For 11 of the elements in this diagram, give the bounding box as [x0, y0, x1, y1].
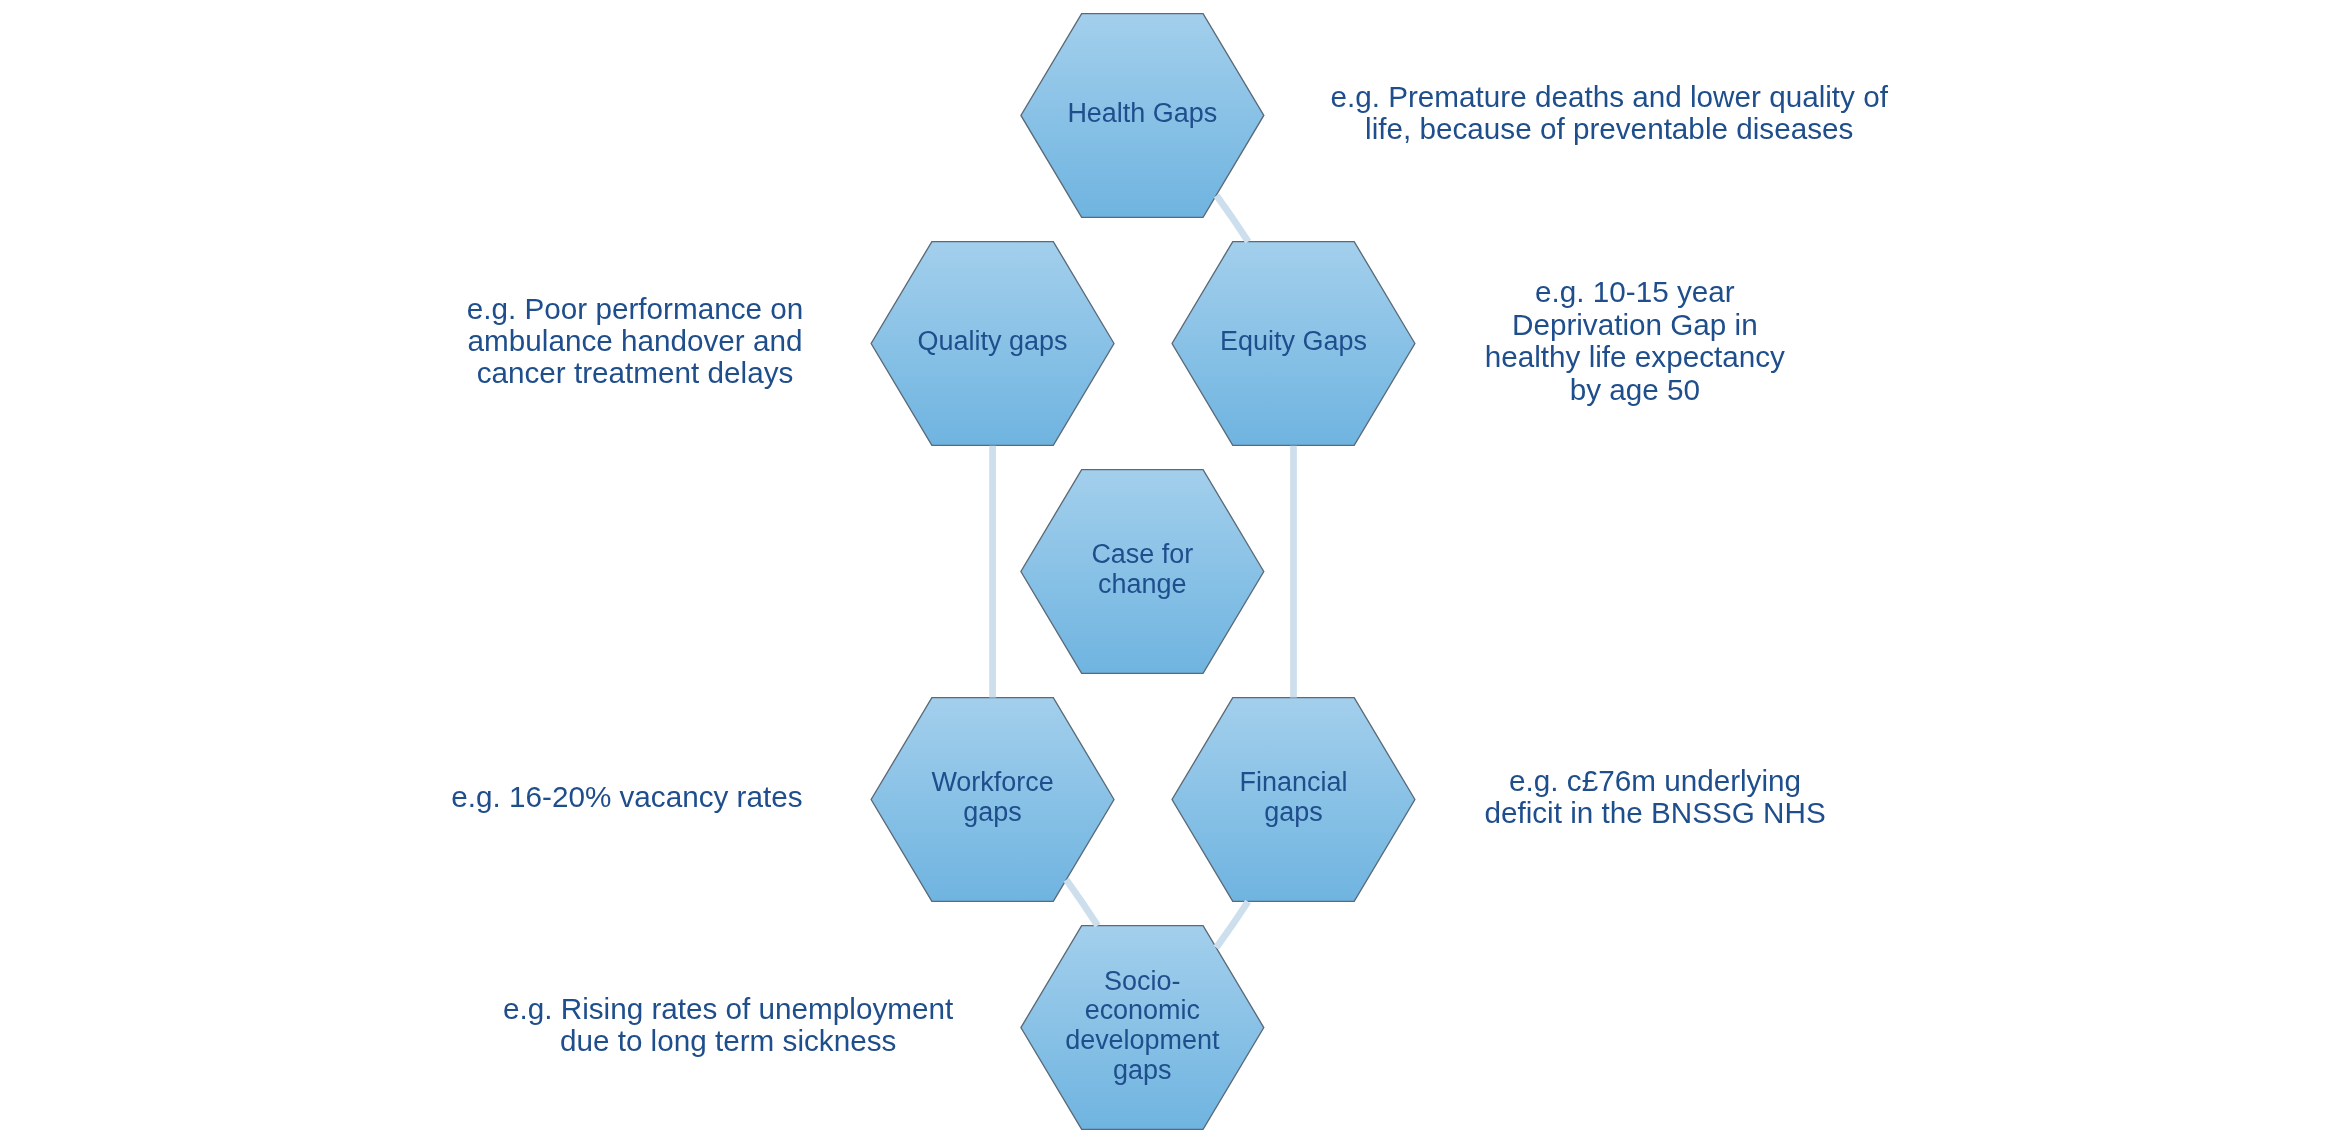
connector	[1063, 877, 1101, 928]
node-label: e.g. Rising rates of unemployment due to long term sickness	[502, 991, 954, 1058]
node-label: e.g. 16-20% vacancy rates	[451, 780, 803, 814]
connector	[1213, 899, 1251, 950]
connector	[1290, 445, 1297, 698]
node-label: e.g. c£76m underlying deficit in the BNSSG NHS	[1484, 763, 1826, 830]
node-label: e.g. Premature deaths and lower quality of life, because of preventable diseases	[1330, 79, 1888, 146]
node-label: e.g. Poor performance on ambulance handover and cancer treatment delays	[466, 291, 804, 390]
connector	[989, 445, 996, 698]
connector	[1213, 193, 1251, 244]
node-label: e.g. 10-15 year Deprivation Gap in healthy life expectancy by age 50	[1484, 275, 1785, 406]
